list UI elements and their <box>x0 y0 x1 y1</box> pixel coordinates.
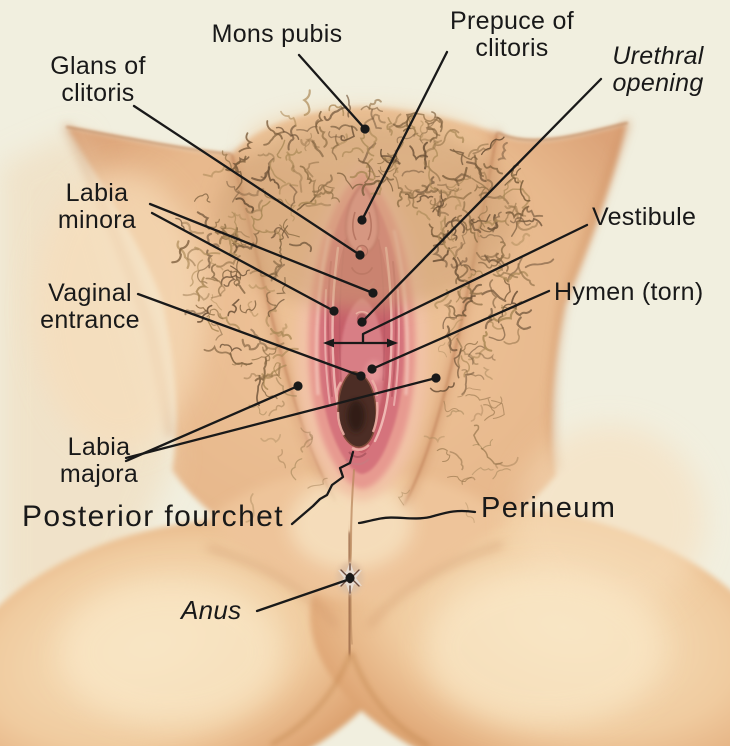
line-anus <box>255 577 352 613</box>
pubic-hair-texture <box>171 89 555 523</box>
vaginal-opening-shape <box>335 361 382 451</box>
line-perineum <box>357 509 477 525</box>
label-labia-majora: Labia majora <box>59 433 139 488</box>
skin-shading <box>35 106 705 746</box>
label-glans-of-clitoris: Glans of clitoris <box>50 52 146 107</box>
label-posterior-fourchet: Posterior fourchet <box>22 500 284 533</box>
line-labia-minora-a <box>148 202 375 295</box>
label-urethral-opening: Urethral opening <box>612 42 704 97</box>
leader-lines <box>124 50 603 613</box>
label-vaginal-entrance: Vaginal entrance <box>40 279 140 334</box>
line-glans <box>132 104 362 257</box>
leader-dots <box>293 124 441 583</box>
vestibule-span-arrow <box>323 338 398 348</box>
line-urethral <box>360 77 603 324</box>
line-hymen <box>370 289 551 371</box>
line-posterior-fourchet <box>290 450 355 526</box>
label-prepuce-of-clitoris: Prepuce of clitoris <box>450 7 574 62</box>
label-labia-minora: Labia minora <box>57 179 137 234</box>
line-mons-pubis <box>297 53 367 131</box>
label-hymen-torn: Hymen (torn) <box>554 278 704 306</box>
label-perineum: Perineum <box>481 492 617 524</box>
label-mons-pubis: Mons pubis <box>211 20 343 48</box>
line-labia-minora-b <box>150 211 336 313</box>
fourchette-shape <box>348 451 367 458</box>
line-vestibule <box>361 223 589 345</box>
line-labia-majora-b <box>124 384 300 463</box>
line-prepuce <box>360 50 449 222</box>
label-anus: Anus <box>181 595 242 625</box>
label-vestibule: Vestibule <box>592 203 697 231</box>
line-labia-majora-a <box>124 376 438 460</box>
line-vaginal-entrance <box>136 292 363 378</box>
